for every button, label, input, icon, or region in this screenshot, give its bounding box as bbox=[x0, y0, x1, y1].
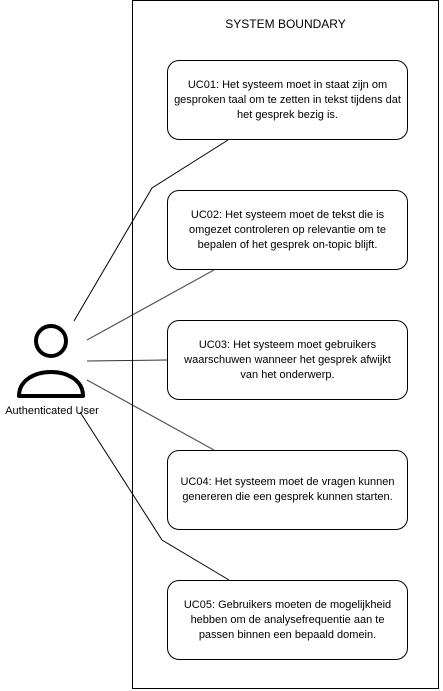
association-line-uc04 bbox=[86, 379, 215, 451]
use-case-uc04[interactable]: UC04: Het systeem moet de vragen kunnen … bbox=[167, 450, 408, 530]
use-case-uc02[interactable]: UC02: Het systeem moet de tekst die is o… bbox=[167, 190, 408, 270]
use-case-text: UC03: Het systeem moet gebruikers waarsc… bbox=[184, 338, 391, 381]
use-case-uc03[interactable]: UC03: Het systeem moet gebruikers waarsc… bbox=[167, 320, 408, 400]
actor-label: Authenticated User bbox=[5, 405, 99, 417]
use-case-uc01[interactable]: UC01: Het systeem moet in staat zijn om … bbox=[167, 60, 408, 140]
system-boundary-title: SYSTEM BOUNDARY bbox=[225, 17, 346, 31]
association-line-uc05 bbox=[79, 411, 230, 581]
user-icon bbox=[17, 324, 85, 398]
use-case-text: UC05: Gebruikers moeten de mogelijkheid … bbox=[183, 598, 392, 641]
use-case-text: UC02: Het systeem moet de tekst die is o… bbox=[189, 208, 386, 251]
association-line-uc03 bbox=[86, 359, 168, 362]
system-boundary bbox=[132, 0, 439, 689]
association-line-uc01 bbox=[73, 139, 229, 322]
use-case-uc05[interactable]: UC05: Gebruikers moeten de mogelijkheid … bbox=[167, 580, 408, 660]
use-case-text: UC01: Het systeem moet in staat zijn om … bbox=[174, 78, 401, 121]
association-line-uc02 bbox=[86, 269, 215, 341]
use-case-text: UC04: Het systeem moet de vragen kunnen … bbox=[180, 476, 395, 503]
